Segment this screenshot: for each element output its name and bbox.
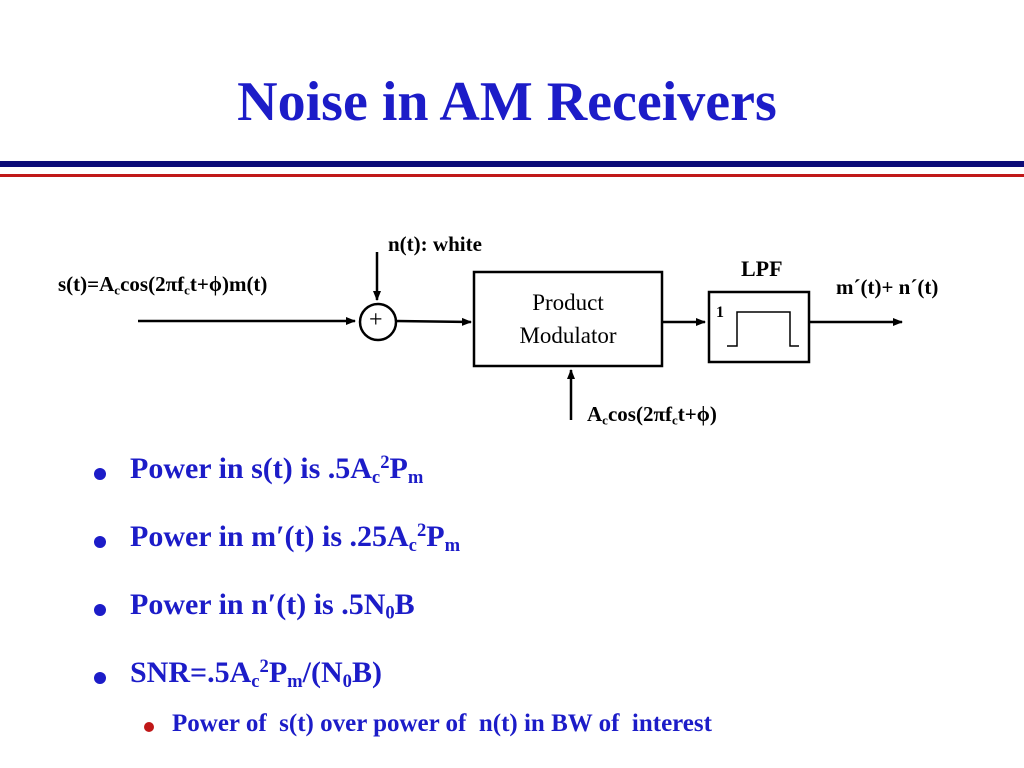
bullet-dot <box>94 536 106 548</box>
carrier-label: Accos(2πfct+ϕ) <box>587 402 717 428</box>
bullet-dot <box>94 468 106 480</box>
product-modulator-label-line2: Modulator <box>519 323 617 348</box>
summer-symbol: + <box>369 307 383 333</box>
bullet-text: Power in m′(t) is .25Ac2Pm <box>130 520 461 556</box>
bullet-text: SNR=.5Ac2Pm/(N0B) <box>130 656 382 692</box>
product-modulator-box <box>472 270 664 368</box>
noise-label: n(t): white <box>388 232 482 256</box>
output-label: m´(t)+ n´(t) <box>836 275 939 299</box>
bullet-dot <box>94 672 106 684</box>
bullet-text: Power in s(t) is .5Ac2Pm <box>130 452 424 488</box>
summer-output-line <box>395 317 472 326</box>
title-divider-top <box>0 161 1024 167</box>
lpf-response-shape <box>727 311 799 347</box>
lpf-gain-label: 1 <box>716 304 724 321</box>
lpf-label: LPF <box>741 256 783 281</box>
sub-bullet-text: Power of s(t) over power of n(t) in BW o… <box>172 710 712 737</box>
lpf-box <box>707 290 811 364</box>
bullet-text: Power in n′(t) is .5N0B <box>130 588 415 624</box>
product-modulator-label-line1: Product <box>532 290 604 315</box>
slide-title: Noise in AM Receivers <box>237 71 777 133</box>
title-divider-bottom <box>0 174 1024 177</box>
sub-bullet-dot <box>144 722 154 732</box>
input-signal-label: s(t)=Accos(2πfct+ϕ)m(t) <box>58 272 268 298</box>
bullet-dot <box>94 604 106 616</box>
